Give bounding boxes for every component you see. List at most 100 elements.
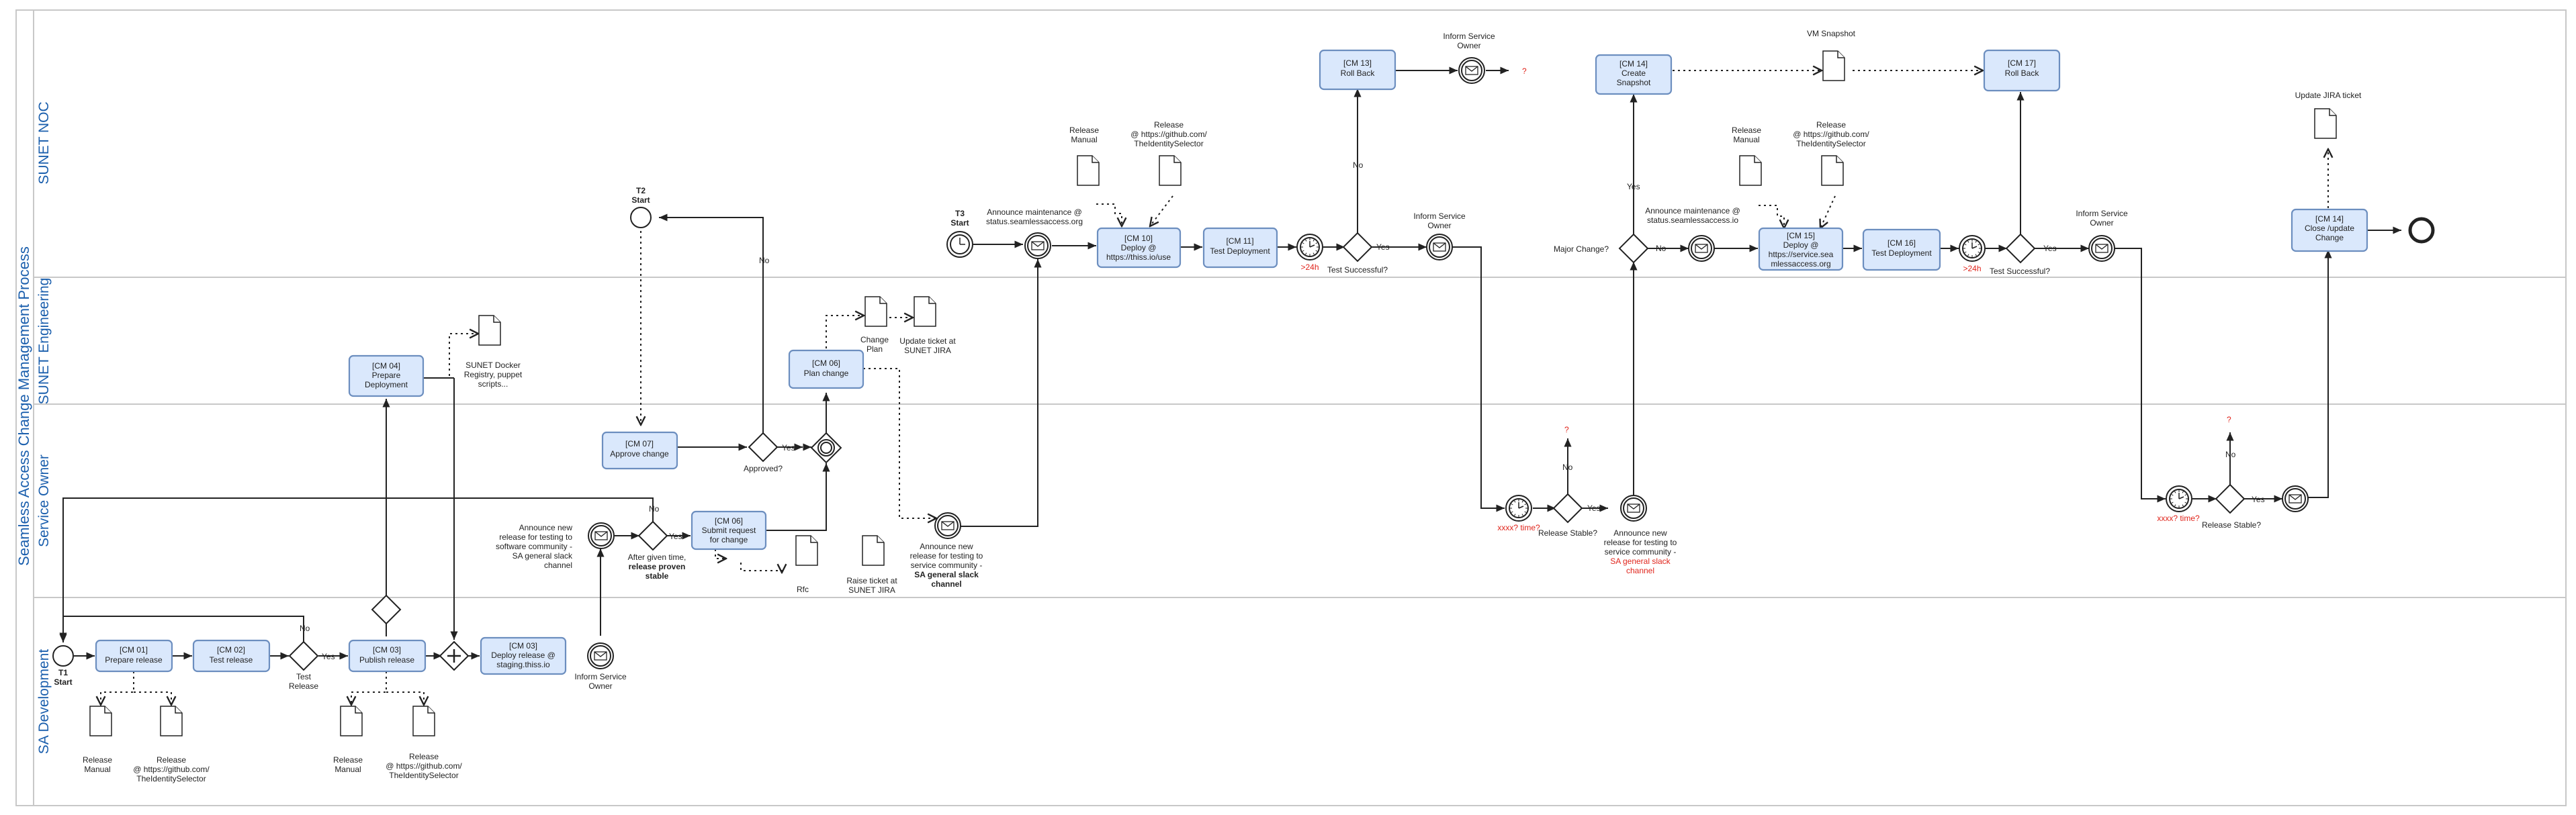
start-event-t2[interactable]: [630, 207, 652, 228]
task-cm14-close[interactable]: [CM 14] Close /update Change: [2291, 208, 2368, 252]
task-cm06-plan[interactable]: [CM 06] Plan change: [788, 349, 864, 389]
document-icon: [795, 535, 818, 566]
release-stable-label: Release Stable?: [1538, 528, 1597, 538]
announce-maintenance-label: status.seamlessaccess.io: [1647, 215, 1738, 225]
document-icon: [1077, 155, 1100, 186]
timer-24h-label: >24h: [1963, 264, 1981, 273]
announce-maintenance-label: Announce maintenance @: [1645, 206, 1740, 215]
associations: [101, 70, 2328, 705]
announce-service-label: SA general slack: [914, 570, 979, 579]
task-label: [CM 03]: [509, 641, 537, 651]
task-cm07[interactable]: [CM 07] Approve change: [601, 431, 678, 470]
label-no: No: [1353, 160, 1364, 170]
task-label: Submit request: [702, 526, 756, 535]
message-event[interactable]: [2282, 485, 2309, 512]
release-github-label: @ https://github.com/: [386, 761, 462, 771]
test-release-label: Release: [289, 681, 318, 691]
inform-owner-label: Inform Service: [2076, 209, 2128, 218]
release-github-label: @ https://github.com/: [1130, 130, 1207, 139]
inform-owner-label: Inform Service: [1443, 32, 1495, 41]
task-cm04[interactable]: [CM 04] Prepare Deployment: [348, 354, 425, 397]
announce-maintenance-label: status.seamlessaccess.org: [986, 217, 1083, 226]
task-cm02[interactable]: [CM 02] Test release: [192, 639, 271, 673]
message-event[interactable]: [1458, 57, 1485, 84]
task-label: Plan change: [804, 369, 849, 378]
announce-software-label: software community -: [496, 542, 572, 551]
task-label: [CM 14]: [1619, 59, 1648, 68]
task-cm14-snapshot[interactable]: [CM 14] Create Snapshot: [1595, 54, 1673, 95]
message-event[interactable]: [934, 512, 961, 539]
message-event[interactable]: [1426, 234, 1453, 260]
announce-software-label: SA general slack: [513, 551, 573, 561]
release-github-label: TheIdentitySelector: [1134, 139, 1203, 148]
task-label: for change: [710, 535, 748, 544]
document-icon: [1821, 155, 1844, 186]
task-cm17[interactable]: [CM 17] Roll Back: [1983, 49, 2061, 92]
announce-software-label: release for testing to: [499, 532, 572, 542]
announce-service-label: channel: [1626, 566, 1654, 575]
release-manual-label: Manual: [335, 765, 361, 774]
timer-event[interactable]: [1959, 235, 1986, 262]
task-cm15[interactable]: [CM 15] Deploy @ https://service.sea mle…: [1758, 227, 1844, 271]
docker-label: Registry, puppet: [464, 370, 523, 379]
task-cm01[interactable]: [CM 01] Prepare release: [95, 639, 173, 673]
announce-software-label: channel: [544, 561, 572, 570]
message-event[interactable]: [1620, 495, 1647, 522]
task-label: Roll Back: [2005, 68, 2040, 78]
task-cm11[interactable]: [CM 11] Test Deployment: [1202, 227, 1278, 269]
release-github-label: @ https://github.com/: [1793, 130, 1869, 139]
label-yes: Yes: [1627, 182, 1640, 191]
label-question: ?: [1564, 425, 1569, 434]
document-icon: [1739, 155, 1762, 186]
task-cm16[interactable]: [CM 16] Test Deployment: [1862, 228, 1941, 271]
task-label: [CM 15]: [1787, 231, 1815, 240]
message-event[interactable]: [587, 642, 614, 669]
end-event[interactable]: [2408, 217, 2435, 244]
task-cm03-deploy-staging[interactable]: [CM 03] Deploy release @ staging.thiss.i…: [480, 636, 567, 675]
message-event[interactable]: [588, 522, 615, 549]
task-label: Prepare release: [105, 655, 163, 665]
release-github-label: TheIdentitySelector: [1796, 139, 1865, 148]
start-event-t3-timer[interactable]: [946, 231, 973, 258]
timer-24h-label: >24h: [1300, 262, 1319, 272]
release-manual-label: Release: [333, 755, 363, 765]
update-ticket-label: Update ticket at: [899, 336, 956, 346]
start-event-t1[interactable]: [52, 645, 74, 667]
gateway-event-based[interactable]: [810, 432, 842, 464]
task-label: Deploy @: [1783, 240, 1819, 250]
task-cm13[interactable]: [CM 13] Roll Back: [1319, 49, 1396, 91]
gateway-proven-stable: [637, 520, 668, 551]
message-event[interactable]: [2088, 235, 2115, 262]
gateway-major-change: [1618, 233, 1649, 264]
announce-service-label: service community -: [1605, 547, 1677, 557]
message-event[interactable]: [1688, 235, 1715, 262]
time-question-label: xxxx? time?: [2157, 514, 2200, 523]
task-label: [CM 10]: [1124, 234, 1153, 243]
task-label: Test release: [210, 655, 253, 665]
task-cm03-publish[interactable]: [CM 03] Publish release: [348, 639, 427, 673]
time-question-label: xxxx? time?: [1497, 523, 1540, 532]
task-cm10[interactable]: [CM 10] Deploy @ https://thiss.io/use: [1096, 227, 1182, 269]
gateway-release-stable-1: [1552, 493, 1583, 524]
tasks[interactable]: [CM 01] Prepare release [CM 02] Test rel…: [95, 49, 2368, 675]
task-label: Approve change: [610, 449, 669, 459]
label-yes: Yes: [1376, 242, 1390, 252]
timer-event[interactable]: [1296, 234, 1323, 260]
document-icon: [160, 706, 183, 736]
document-icon: [1159, 155, 1182, 186]
task-cm06-submit[interactable]: [CM 06] Submit request for change: [691, 510, 767, 550]
announce-maintenance-label: Announce maintenance @: [987, 207, 1082, 217]
message-event[interactable]: [1024, 232, 1051, 259]
timer-event[interactable]: [2166, 485, 2192, 512]
task-label: [CM 04]: [372, 361, 400, 371]
label-question: ?: [1522, 66, 1527, 76]
task-label: Deploy @: [1121, 243, 1157, 252]
gateways[interactable]: [288, 232, 2246, 671]
release-github-label: @ https://github.com/: [133, 765, 210, 774]
task-label: Publish release: [359, 655, 414, 665]
timer-event[interactable]: [1505, 495, 1532, 522]
major-change-label: Major Change?: [1554, 244, 1609, 254]
gateway-approved: [748, 432, 779, 463]
task-label: [CM 06]: [715, 516, 743, 526]
